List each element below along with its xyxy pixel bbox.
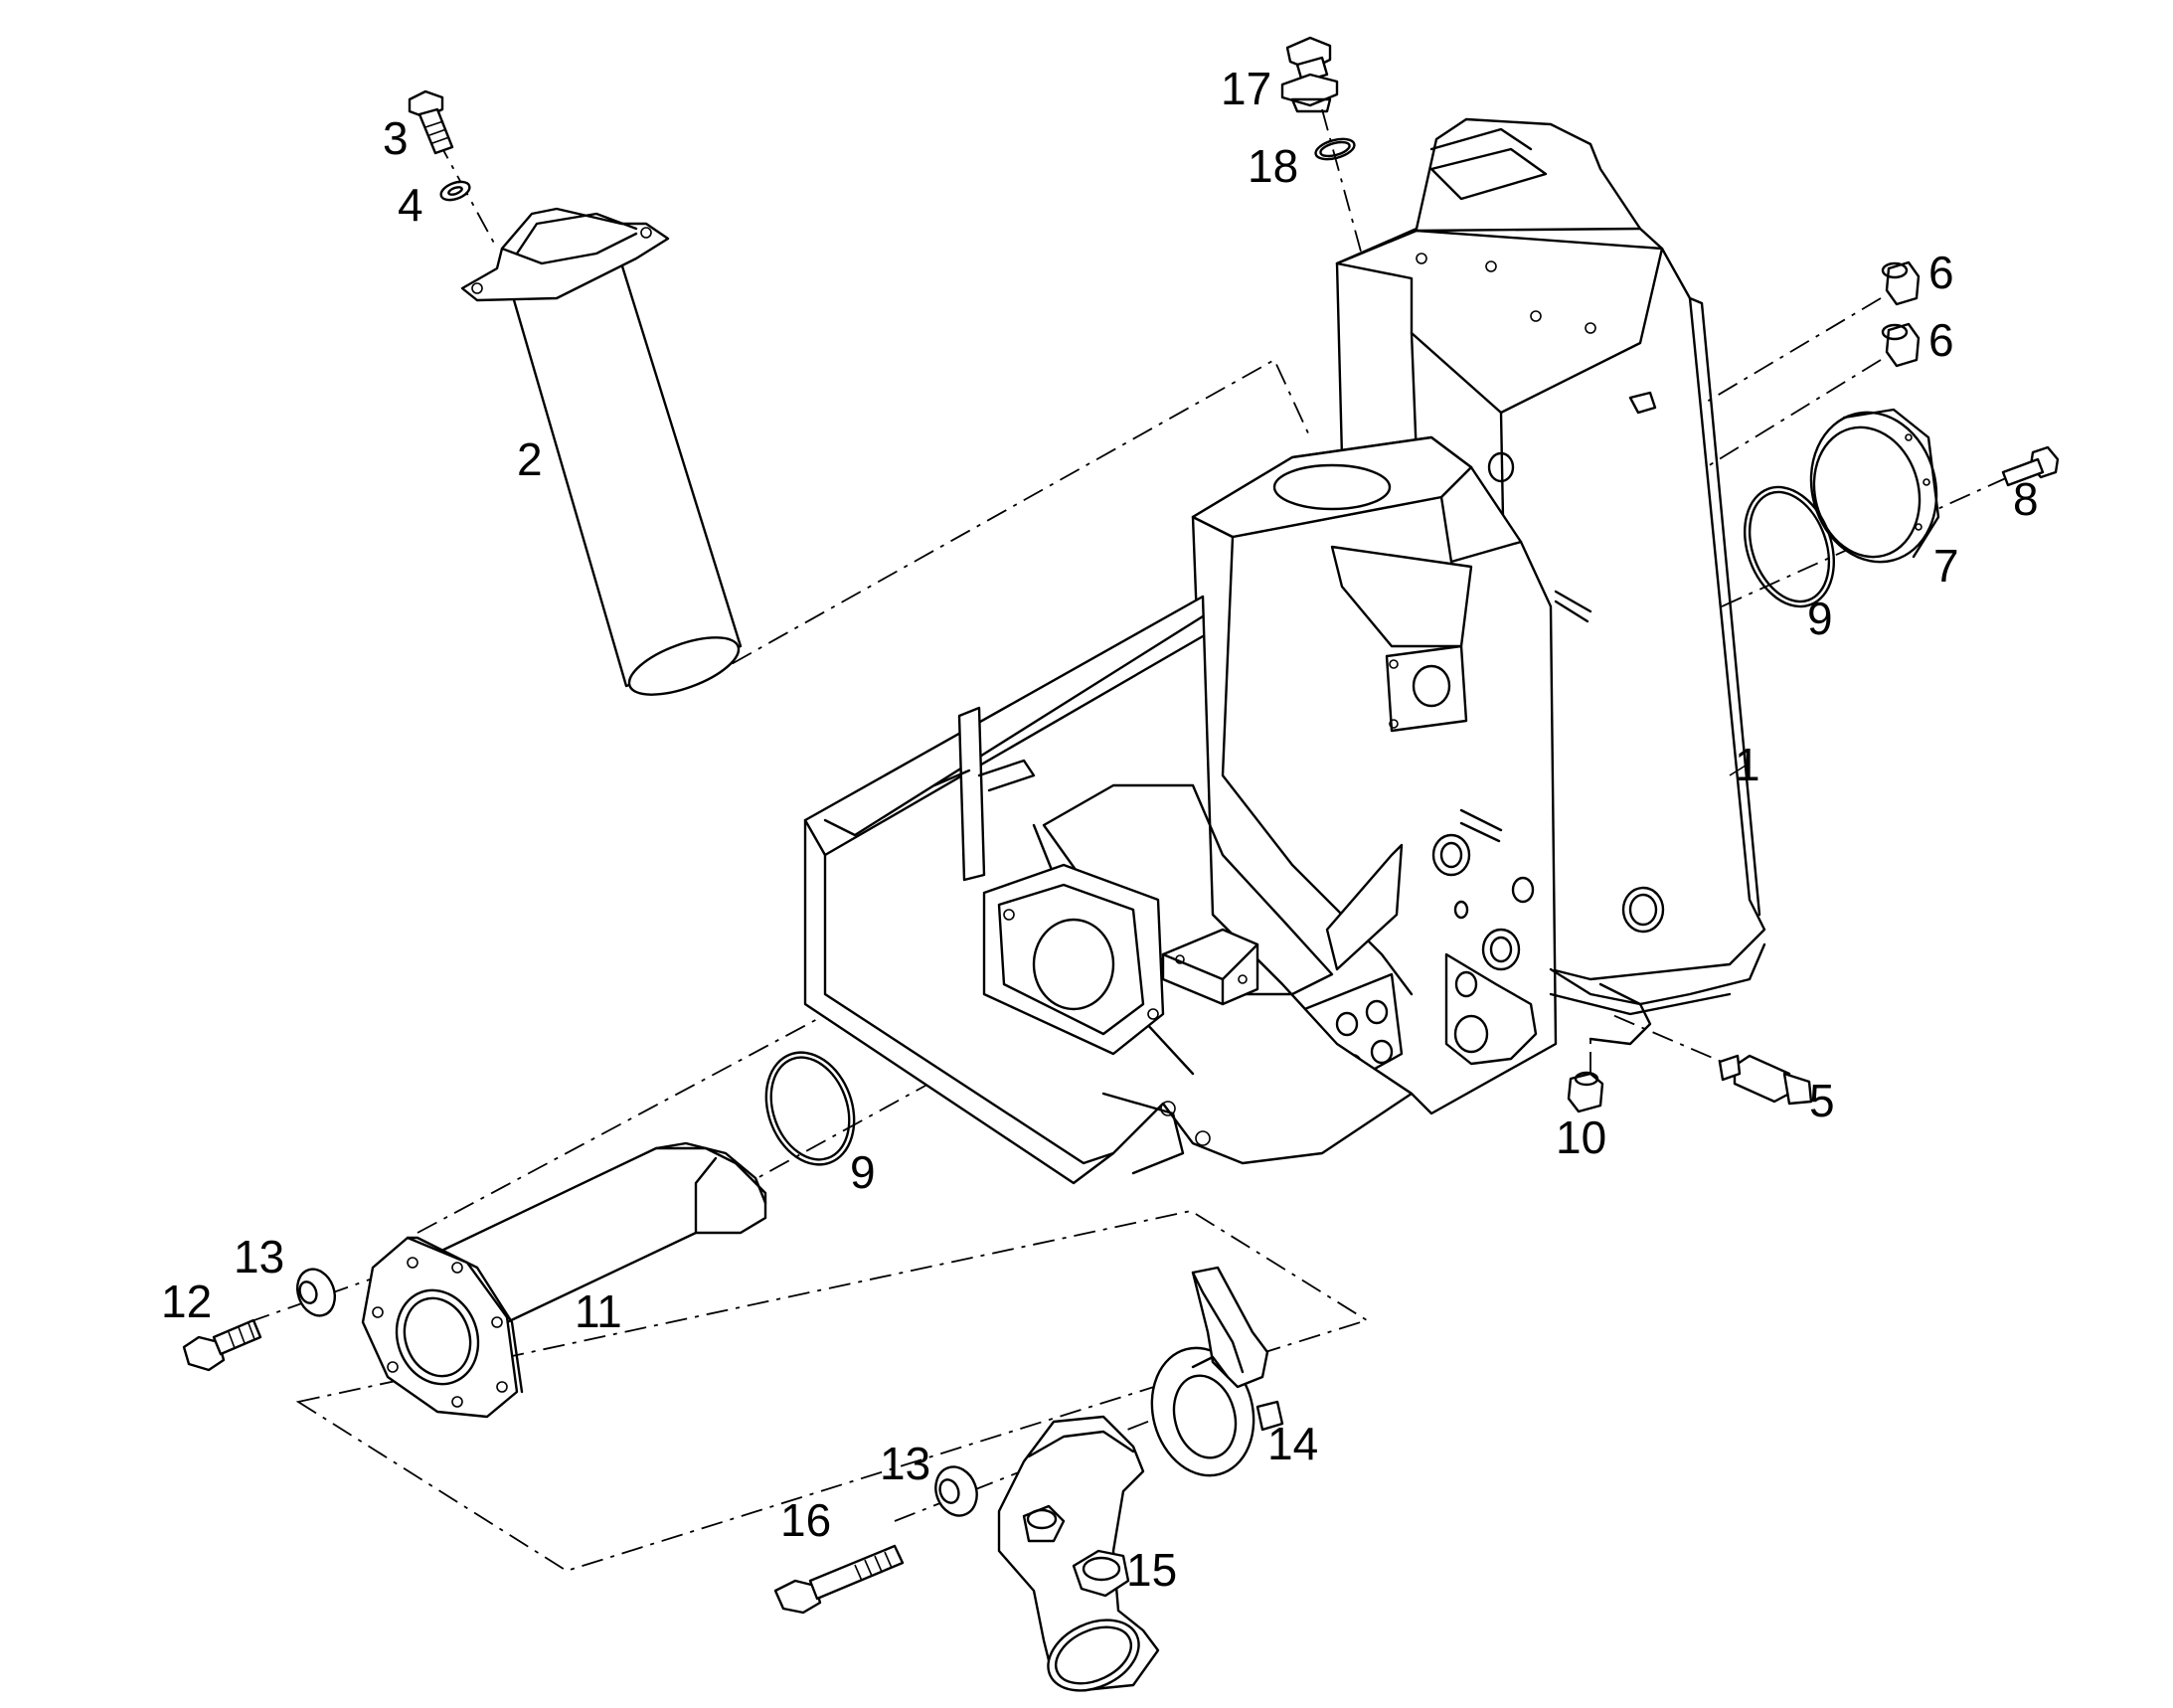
callout-2: 2 — [517, 433, 543, 485]
callout-12: 12 — [161, 1276, 212, 1327]
part-5-sensor — [1718, 1054, 1813, 1106]
callout-10: 10 — [1556, 1111, 1606, 1163]
callout-13a: 13 — [234, 1231, 284, 1282]
callout-4: 4 — [398, 179, 423, 231]
part-7-cover — [1809, 408, 1940, 564]
callout-15: 15 — [1126, 1544, 1177, 1596]
callout-8: 8 — [2013, 473, 2039, 525]
part-3-bolt — [408, 89, 454, 155]
callout-5: 5 — [1809, 1075, 1835, 1126]
part-6-plug-b — [1881, 322, 1921, 368]
part-17-plug — [1280, 36, 1339, 113]
callout-3: 3 — [383, 112, 409, 164]
part-13-washer-bottom — [934, 1465, 978, 1517]
guide-line-plug-6a — [1679, 297, 1882, 419]
part-2-tube — [460, 207, 743, 696]
main-housing — [803, 117, 1766, 1185]
callout-17: 17 — [1221, 63, 1271, 114]
part-15-elbow — [997, 1415, 1160, 1692]
guide-line-sensor-5 — [1609, 1013, 1751, 1075]
part-10-plug — [1567, 1071, 1604, 1113]
part-4-washer — [439, 180, 471, 202]
guide-frame-elbow — [295, 1210, 1370, 1572]
callout-9a: 9 — [1807, 593, 1833, 644]
part-13-washer-left — [295, 1268, 337, 1317]
callout-9b: 9 — [850, 1146, 876, 1198]
guide-line-plug-6b — [1689, 359, 1882, 478]
callout-16: 16 — [780, 1494, 831, 1546]
callout-13b: 13 — [880, 1438, 930, 1489]
callout-18: 18 — [1248, 140, 1298, 192]
part-8-screw — [2001, 445, 2060, 487]
part-18-o-ring — [1314, 137, 1356, 161]
callout-6a: 6 — [1928, 247, 1954, 298]
part-14-clamp — [1150, 1266, 1284, 1477]
housing-top-plate — [1335, 247, 1664, 415]
callout-14: 14 — [1267, 1418, 1318, 1469]
part-12-bolt — [182, 1318, 262, 1372]
callout-7: 7 — [1933, 540, 1959, 592]
callout-6b: 6 — [1928, 314, 1954, 366]
part-9-o-ring-right — [1743, 485, 1836, 608]
callout-11: 11 — [575, 1285, 622, 1337]
callout-labels: 1 2 3 4 5 6 6 7 8 9 9 10 11 12 13 13 14 … — [161, 63, 2039, 1596]
part-9-o-ring-left — [764, 1051, 856, 1166]
part-16-bolt — [773, 1544, 905, 1615]
leader-lines — [1729, 765, 1747, 776]
part-6-plug-a — [1881, 260, 1921, 306]
part-11-pipe — [361, 1141, 767, 1419]
guide-line-tube — [695, 358, 1311, 685]
callout-1: 1 — [1735, 739, 1760, 790]
